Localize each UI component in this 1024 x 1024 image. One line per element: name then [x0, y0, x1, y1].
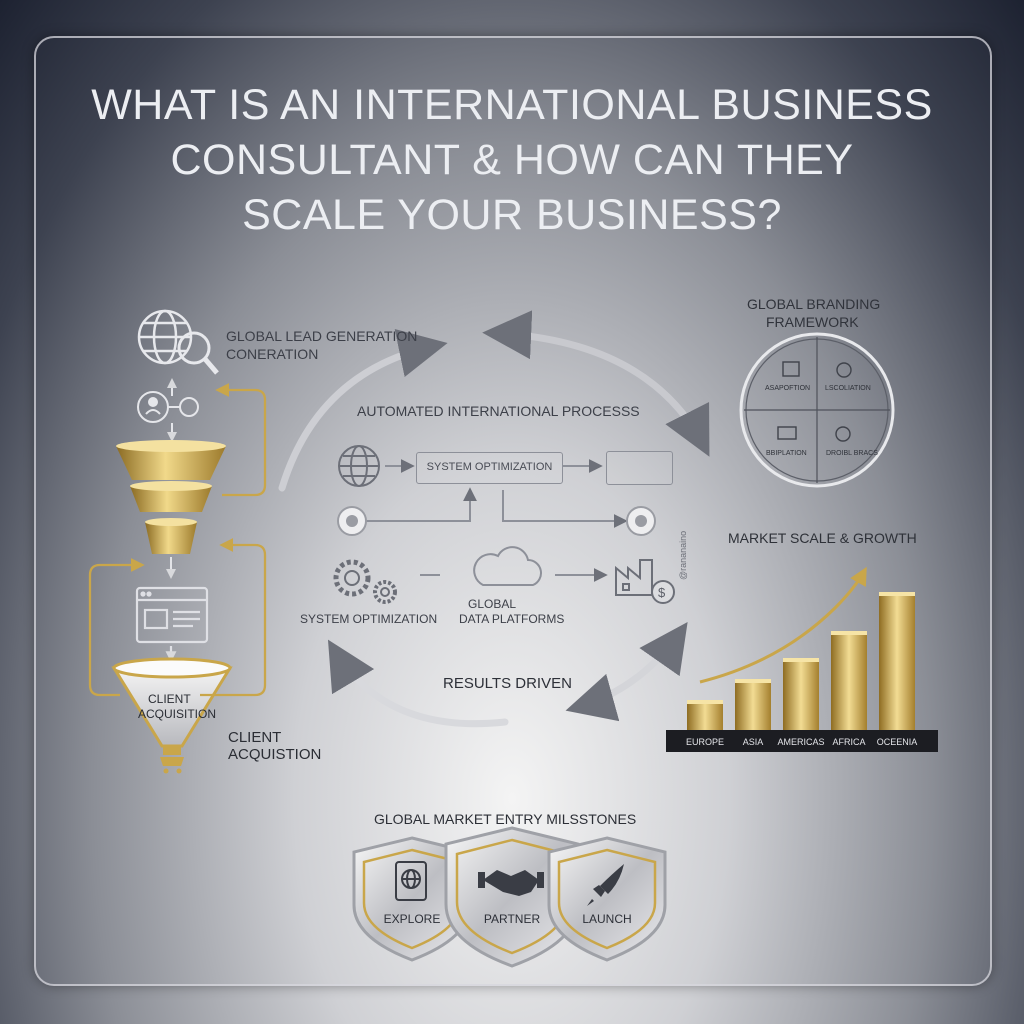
chart-tick-label: EUROPE — [686, 737, 724, 747]
chart-bar-asia — [735, 679, 771, 730]
user-connect-icon — [137, 378, 199, 442]
node-dot-left — [337, 506, 367, 536]
lead-generation-label: GLOBAL LEAD GENERATION — [226, 328, 418, 344]
chart-base — [666, 730, 938, 752]
milestone-label-launch: LAUNCH — [582, 912, 632, 926]
branding-quadrant-4: DROIBL BRACS — [826, 450, 878, 457]
system-optimization-box-label: SYSTEM OPTIMIZATION — [426, 461, 553, 473]
chart-bar-top — [831, 631, 867, 635]
branding-quadrant-1: ASAPOFTION — [765, 385, 811, 392]
factory-dollar-icon: $ — [615, 559, 675, 604]
chart-bar-top — [783, 658, 819, 662]
chart-bar-oceania — [879, 592, 915, 730]
data-platforms-label-2: DATA PLATFORMS — [459, 612, 565, 626]
gold-funnel — [116, 440, 226, 579]
milestone-label-explore: EXPLORE — [383, 912, 441, 926]
data-platforms-label-1: GLOBAL — [468, 597, 517, 611]
cloud-icon — [473, 546, 542, 586]
empty-process-box — [606, 451, 673, 485]
acquisition-funnel — [111, 657, 233, 774]
lead-generation-sublabel: CONERATION — [226, 346, 319, 362]
chart-tick-label: OCEЕNIA — [877, 737, 918, 747]
branding-title-2: FRAMEWORK — [766, 314, 859, 330]
milestone-label-partner: PARTNER — [483, 912, 541, 926]
title-line-2: CONSULTANT & HOW CAN THEY — [170, 136, 854, 184]
branding-title-1: GLOBAL BRANDING — [747, 296, 881, 312]
funnel-inner-label-2: ACQUISITION — [138, 707, 217, 721]
gears-icon — [333, 559, 397, 604]
market-growth-chart: EUROPE ASIA AMERICAS AFRICA OCEЕNIA — [660, 550, 950, 770]
automated-process-heading: AUTOMATED INTERNATIONAL PROCESSS — [357, 403, 640, 419]
cycle-arrows — [278, 310, 710, 728]
branding-quadrant-2: LSCOLIATION — [825, 385, 871, 392]
chart-bar-europe — [687, 700, 723, 730]
feedback-loops — [88, 383, 267, 697]
branding-circle — [739, 332, 895, 488]
svg-text:$: $ — [658, 585, 666, 600]
client-acquisition-label-1: CLIENT — [228, 729, 282, 746]
chart-title: MARKET SCALE & GROWTH — [728, 530, 917, 546]
chart-bar-americas — [783, 658, 819, 730]
title-line-1: WHAT IS AN INTERNATIONAL BUSINESS — [91, 81, 933, 129]
page-title: WHAT IS AN INTERNATIONAL BUSINESS CONSUL… — [60, 78, 964, 243]
chart-tick-label: AFRICA — [832, 737, 865, 747]
chart-bar-top — [879, 592, 915, 596]
chart-svg: EUROPE ASIA AMERICAS AFRICA OCEЕNIA — [666, 566, 938, 752]
globe-icon — [338, 445, 380, 487]
browser-window-icon — [135, 586, 209, 663]
system-optimization-box: SYSTEM OPTIMIZATION — [416, 452, 563, 484]
chart-tick-label: AMERICAS — [777, 737, 824, 747]
client-acquisition-label-2: ACQUISTION — [228, 746, 322, 763]
globe-search-icon — [137, 309, 219, 375]
chart-bar-top — [735, 679, 771, 683]
title-line-3: SCALE YOUR BUSINESS? — [242, 191, 782, 239]
branding-quadrant-3: BBIPLATION — [766, 450, 807, 457]
results-driven-label: RESULTS DRIVEN — [443, 675, 572, 692]
chart-tick-label: ASIA — [743, 737, 764, 747]
milestones-title: GLOBAL MARKET ENTRY MILSSTONES — [374, 811, 637, 827]
node-dot-right — [626, 506, 656, 536]
chart-bar-top — [687, 700, 723, 704]
funnel-inner-label-1: CLIENT — [148, 692, 191, 706]
outer-frame — [34, 36, 992, 986]
system-optimization-label: SYSTEM OPTIMIZATION — [300, 612, 438, 626]
chart-trend-arrow — [699, 566, 867, 684]
process-connectors — [366, 459, 628, 582]
chart-bar-africa — [831, 631, 867, 730]
